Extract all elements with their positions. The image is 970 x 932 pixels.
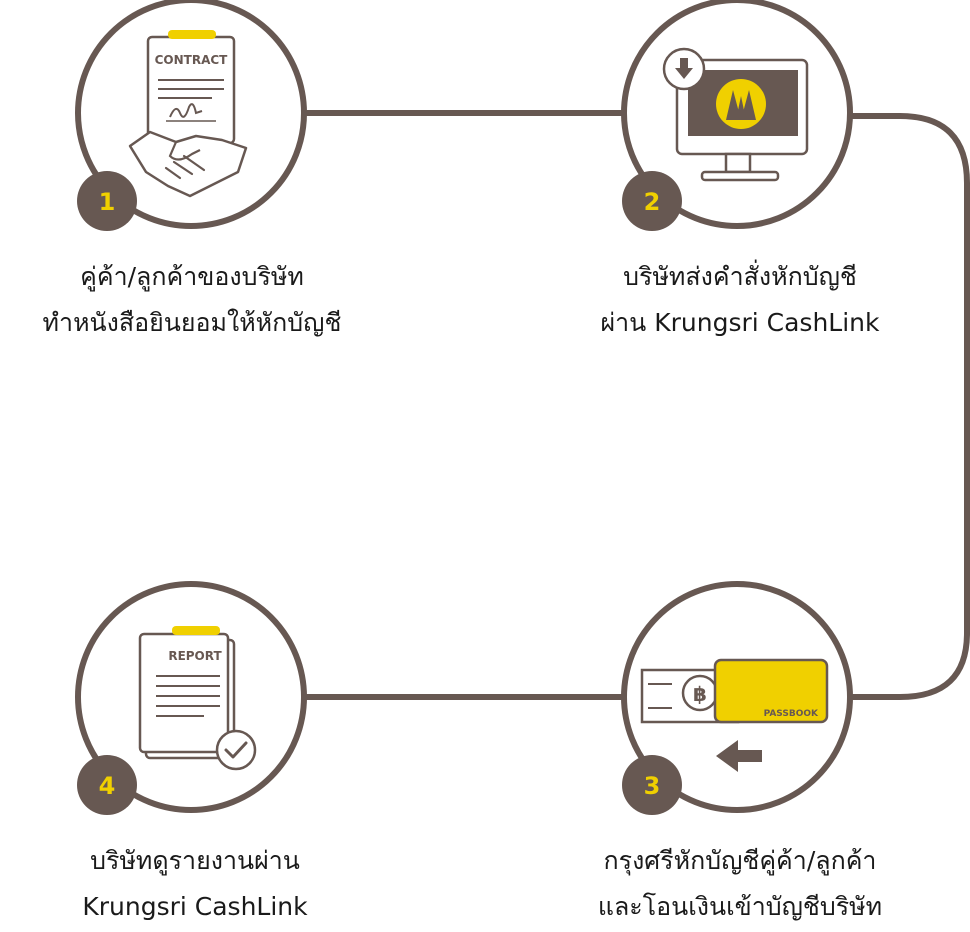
- step-2-node: 2: [621, 0, 853, 231]
- step-1-caption-line-1: คู่ค้า/ลูกค้าของบริษัท: [80, 262, 304, 291]
- report-label: REPORT: [168, 649, 222, 663]
- step-4-number: 4: [99, 772, 116, 800]
- step-3-caption-line-2: และโอนเงินเข้าบัญชีบริษัท: [597, 892, 883, 921]
- krungsri-logo-icon: [716, 79, 766, 129]
- step-3-caption-line-1: กรุงศรีหักบัญชีคู่ค้า/ลูกค้า: [603, 846, 877, 875]
- step-3-caption: กรุงศรีหักบัญชีคู่ค้า/ลูกค้า และโอนเงินเ…: [545, 838, 935, 930]
- step-4-badge: [77, 755, 137, 815]
- passbook-label: PASSBOOK: [764, 709, 819, 719]
- step-1-badge: [77, 171, 137, 231]
- step-4-node: REPORT 4: [75, 581, 307, 815]
- monitor-download-icon: [662, 47, 809, 182]
- step-2-caption: บริษัทส่งคำสั่งหักบัญชี ผ่าน Krungsri Ca…: [555, 254, 925, 346]
- step-3-badge: [622, 755, 682, 815]
- connector-2-3: [848, 113, 970, 700]
- step-2-caption-line-2: ผ่าน Krungsri CashLink: [600, 308, 880, 337]
- step-1-number: 1: [99, 188, 116, 216]
- step-1-node: CONTRACT 1: [75, 0, 307, 231]
- step-3-node: ฿ PASSBOOK 3: [621, 581, 853, 815]
- step-2-badge: [622, 171, 682, 231]
- check-circle-icon: [215, 729, 257, 771]
- step-2-number: 2: [644, 188, 661, 216]
- report-check-icon: REPORT: [138, 626, 257, 771]
- step-4-caption-line-1: บริษัทดูรายงานผ่าน: [90, 846, 300, 875]
- arrow-left-icon: [716, 740, 762, 772]
- step-2-caption-line-1: บริษัทส่งคำสั่งหักบัญชี: [623, 262, 857, 291]
- contract-label: CONTRACT: [155, 53, 229, 67]
- passbook-transfer-icon: ฿ PASSBOOK: [640, 658, 829, 772]
- contract-handshake-icon: CONTRACT: [128, 30, 248, 198]
- step-1-caption-line-2: ทำหนังสือยินยอมให้หักบัญชี: [42, 308, 342, 337]
- step-3-number: 3: [644, 772, 661, 800]
- baht-symbol: ฿: [693, 682, 707, 706]
- step-1-caption: คู่ค้า/ลูกค้าของบริษัท ทำหนังสือยินยอมให…: [0, 254, 388, 346]
- step-4-caption: บริษัทดูรายงานผ่าน Krungsri CashLink: [20, 838, 370, 930]
- step-4-caption-line-2: Krungsri CashLink: [82, 892, 308, 921]
